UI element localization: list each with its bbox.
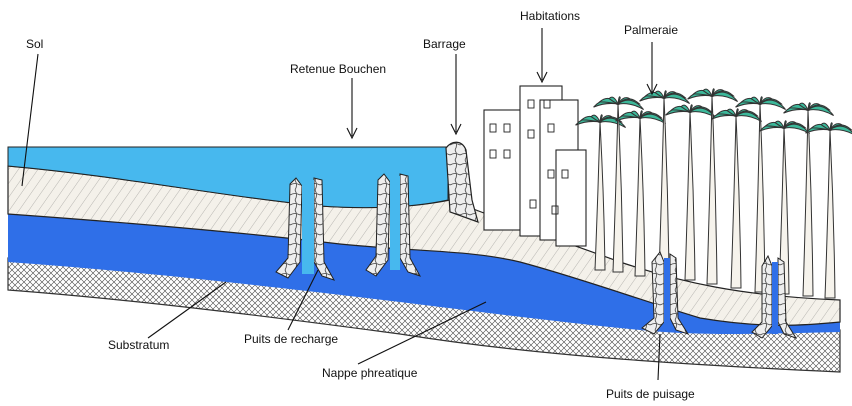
palm-trunk <box>707 96 717 284</box>
palm-frond <box>600 118 626 127</box>
palm-frond <box>808 106 834 115</box>
label-barrage: Barrage <box>423 37 466 51</box>
palm-frond <box>640 114 666 123</box>
palm-frond <box>712 92 738 101</box>
palm-trunk <box>613 104 623 272</box>
label-substratum: Substratum <box>108 338 169 352</box>
palm-frond <box>736 112 762 121</box>
dam-structure <box>446 142 478 222</box>
palm-trunk <box>659 98 669 274</box>
palm-frond <box>784 124 810 133</box>
label-sol: Sol <box>26 37 43 51</box>
label-puits-recharge: Puits de recharge <box>244 332 338 346</box>
label-palmeraie: Palmeraie <box>624 23 678 37</box>
palm-frond <box>664 94 690 103</box>
label-retenue: Retenue Bouchen <box>290 62 386 76</box>
label-puits-puisage: Puits de puisage <box>606 387 695 401</box>
palm-trunk <box>731 116 741 288</box>
habitations-buildings <box>484 86 586 246</box>
label-nappe: Nappe phreatique <box>322 366 418 380</box>
palm-trunk <box>595 122 605 270</box>
palm-trunk <box>685 112 695 280</box>
label-habitations: Habitations <box>520 9 580 23</box>
palm-trunk <box>803 110 813 296</box>
palm-frond <box>760 100 786 109</box>
palm-trunk <box>825 130 835 298</box>
palm-grove <box>576 89 852 298</box>
palm-trunk <box>635 118 645 276</box>
